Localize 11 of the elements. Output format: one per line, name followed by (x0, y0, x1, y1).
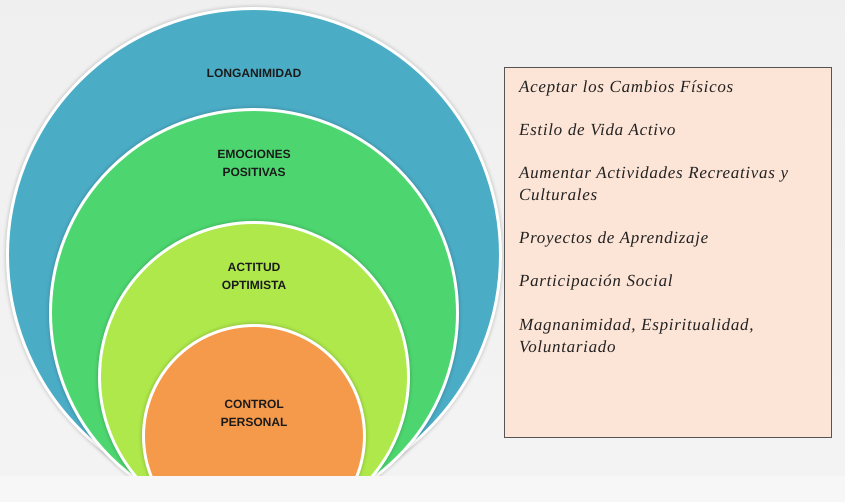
list-item: Magnanimidad, Espiritualidad, Voluntariado (519, 314, 756, 358)
list-item: Aumentar Actividades Recreativas y Culturales (519, 162, 790, 206)
list-item: Estilo de Vida Activo (519, 119, 678, 142)
list-item: Aceptar los Cambios Físicos (519, 76, 735, 98)
layer-label: ACTITUD OPTIMISTA (220, 259, 288, 294)
text-box (504, 67, 832, 438)
list-item: Proyectos de Aprendizaje (519, 227, 710, 250)
layer-label: EMOCIONES POSITIVAS (216, 146, 292, 181)
list-item: Participación Social (519, 270, 674, 292)
layer-label: LONGANIMIDAD (206, 65, 302, 82)
layer-label: CONTROL PERSONAL (220, 396, 288, 431)
